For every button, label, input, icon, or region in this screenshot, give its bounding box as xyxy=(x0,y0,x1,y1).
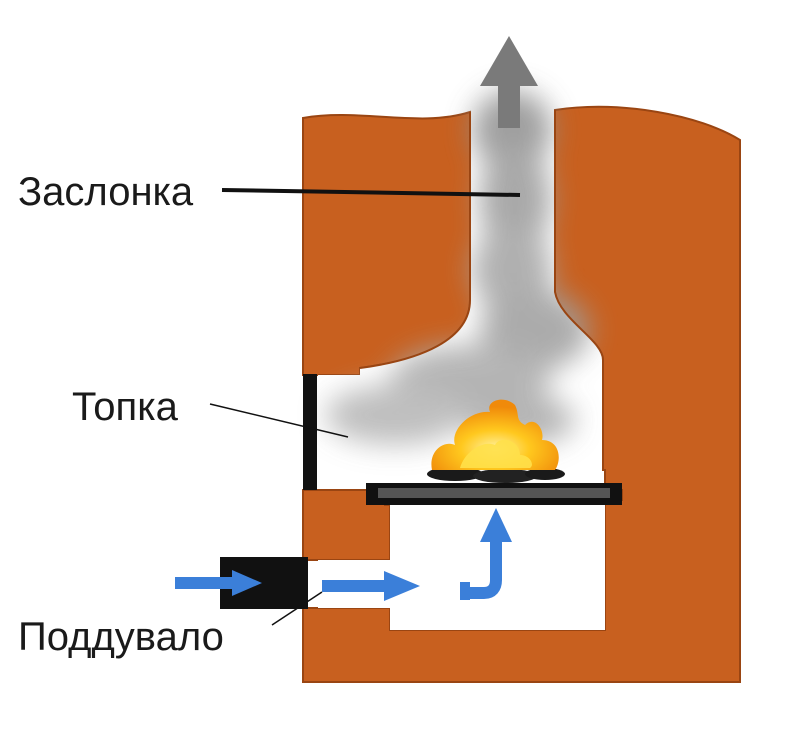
air-flow-arrow-right-icon xyxy=(322,571,420,601)
grate-inner xyxy=(378,488,610,498)
damper-label: Заслонка xyxy=(18,170,194,214)
exhaust-arrow-up-icon xyxy=(480,36,538,128)
firebox-label: Топка xyxy=(72,385,179,429)
air-in-arrow-right-icon xyxy=(175,570,262,596)
ash-pit-chamber xyxy=(318,505,605,630)
flame-icon xyxy=(431,399,559,470)
air-up-arrow-turn-up-icon xyxy=(460,508,512,600)
coals xyxy=(427,467,565,483)
chimney-wall-left xyxy=(359,112,471,369)
firebox-leader-line xyxy=(209,403,349,438)
ash-pit-label: Поддувало xyxy=(18,615,224,659)
chimney-wall-right xyxy=(554,110,604,470)
damper-leader-line xyxy=(221,188,521,197)
firebox-door xyxy=(303,374,317,490)
ash-pit-leader-line xyxy=(271,591,323,626)
